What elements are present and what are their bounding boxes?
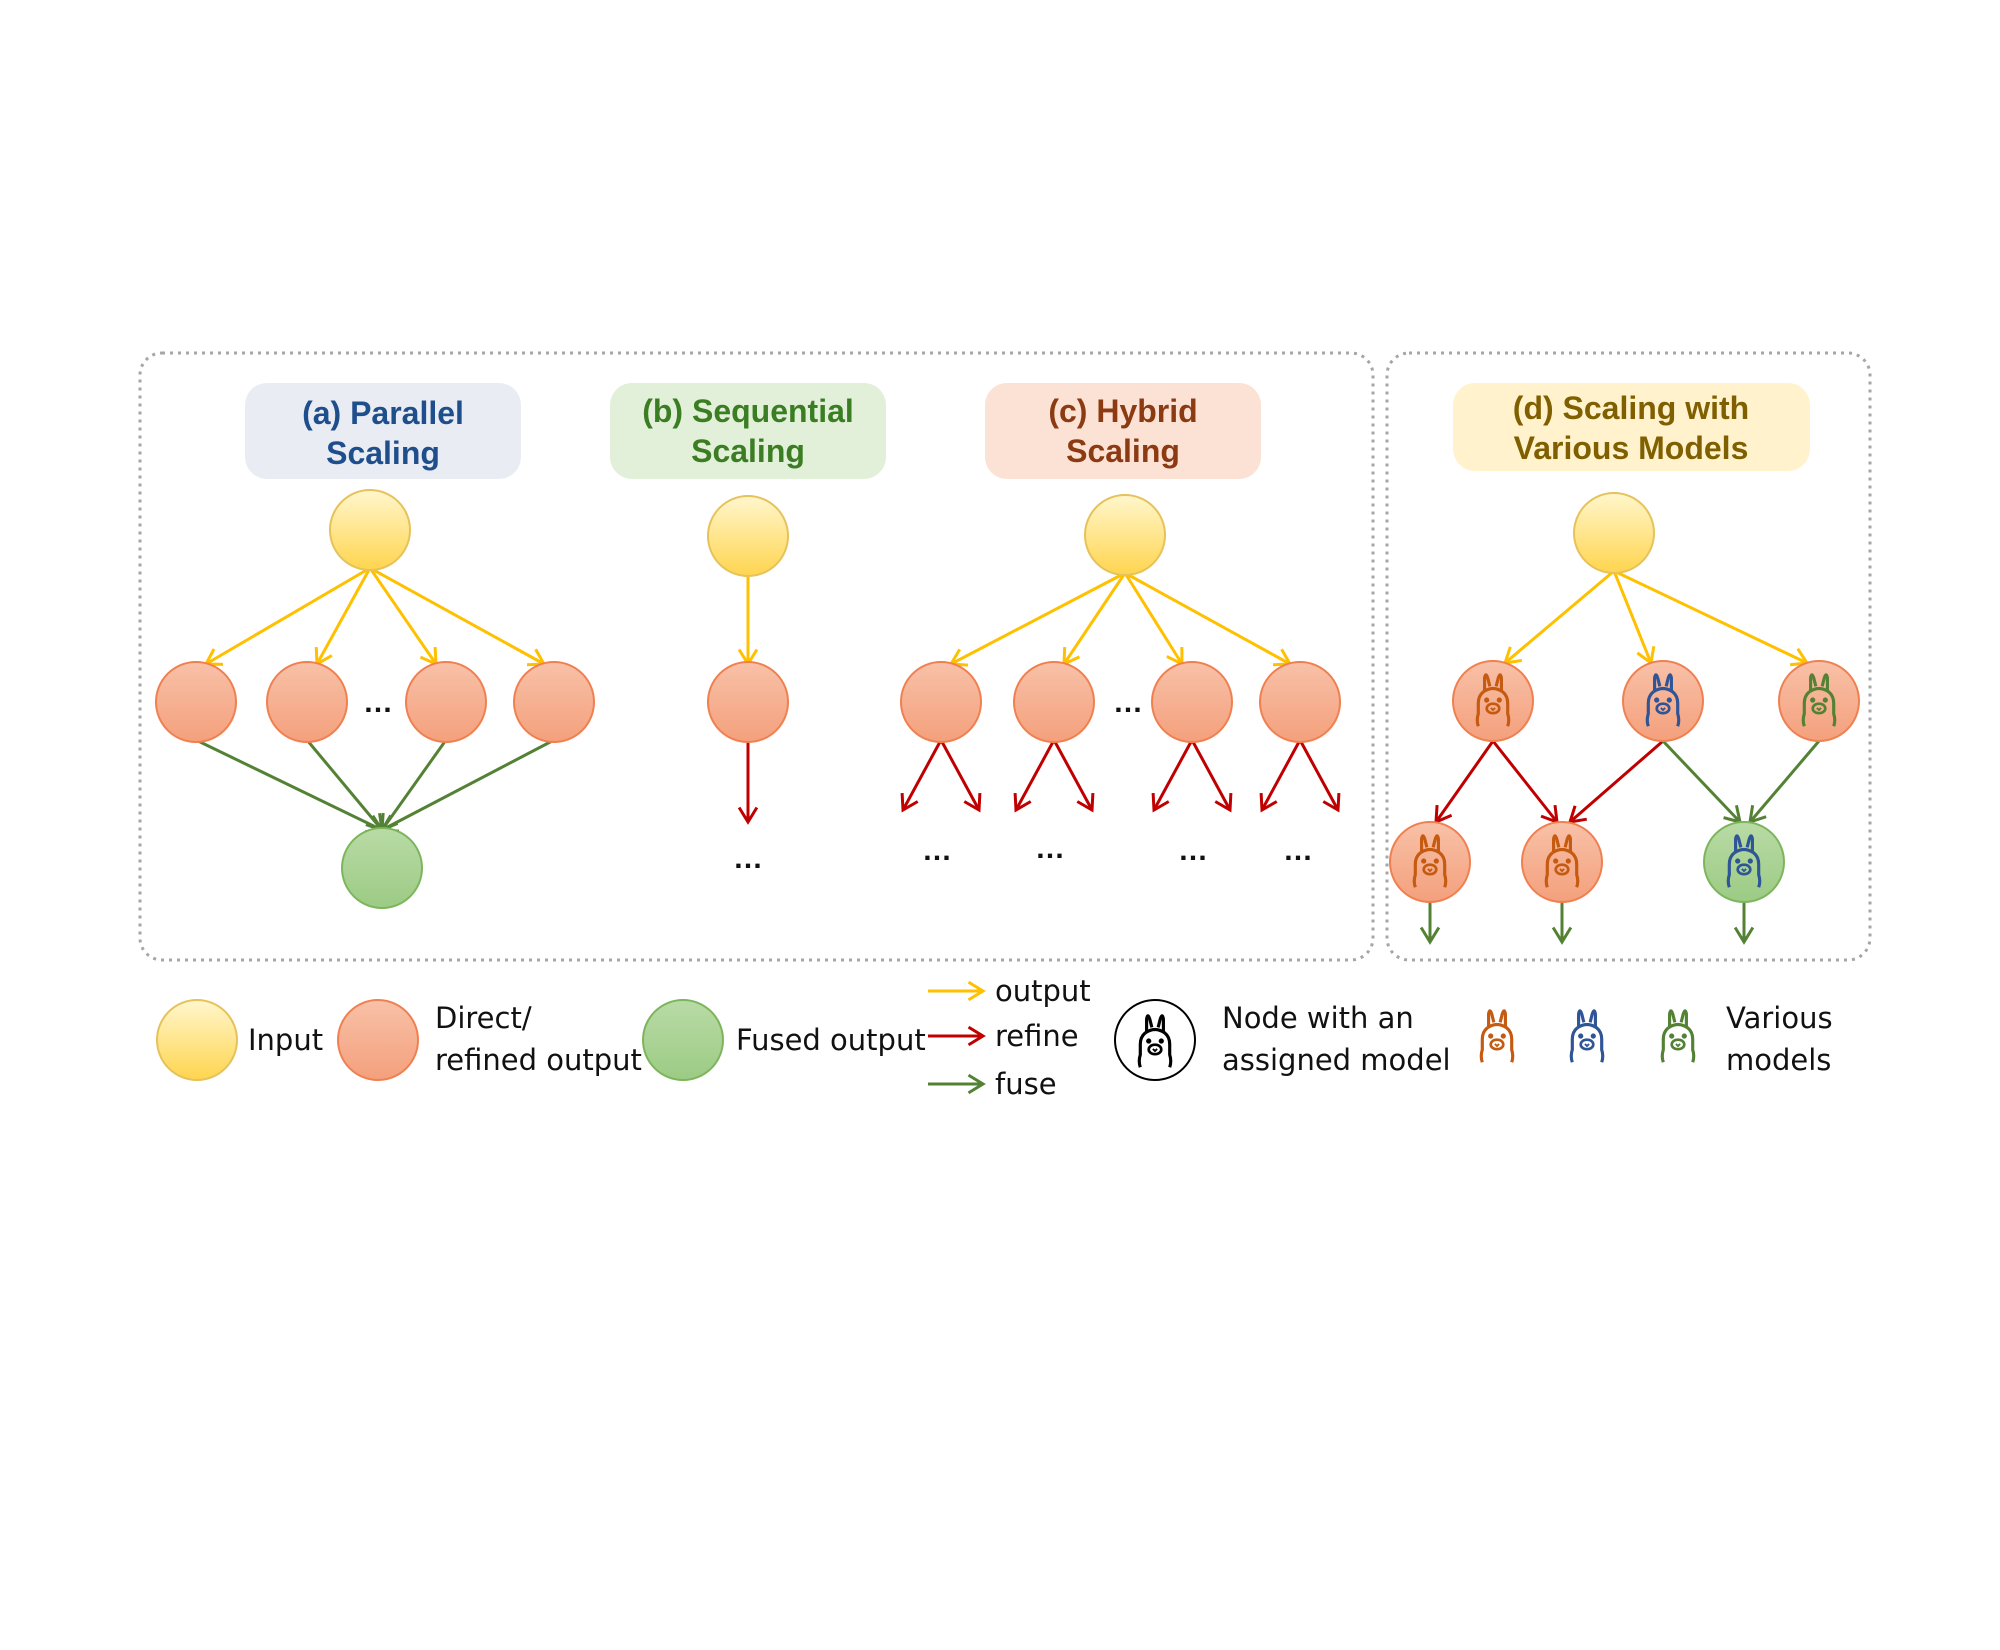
model-node: [1389, 821, 1471, 903]
legend-model-node: [1114, 999, 1196, 1081]
input-node: [329, 489, 411, 571]
panel-a-title-line2: Scaling: [326, 435, 440, 471]
fuse-arrow: [195, 738, 385, 834]
output-arrow: [369, 566, 547, 667]
output-arrow: [737, 575, 759, 667]
input-node: [1573, 492, 1655, 574]
model-node: [1703, 821, 1785, 903]
refine-arrow: [1298, 739, 1341, 813]
panel-b-title: (b) Sequential: [642, 393, 854, 429]
output-arrow: [1062, 572, 1127, 667]
output-node: [1259, 661, 1341, 743]
legend-fused-node: [642, 999, 724, 1081]
refine-arrow: [737, 742, 759, 825]
fuse-arrow: [305, 739, 384, 833]
legend-fused-label: Fused output: [736, 1023, 926, 1057]
legend-refine-arrow: [928, 1025, 986, 1047]
output-node: [707, 661, 789, 743]
ellipsis-c-bottom-1: …: [922, 834, 952, 867]
model-node: [1521, 821, 1603, 903]
input-node: [1084, 494, 1166, 576]
output-arrow: [1613, 569, 1810, 667]
output-node: [266, 661, 348, 743]
fuse-arrow: [1661, 739, 1742, 825]
llama-icon-blue: [1569, 1009, 1605, 1064]
panel-c-title-line2: Scaling: [1066, 433, 1180, 469]
panel-d-title-line2: Various Models: [1514, 430, 1749, 466]
fuse-arrow: [1419, 902, 1441, 945]
ellipsis-c-row: …: [1113, 686, 1143, 719]
refine-arrow: [1052, 739, 1095, 813]
output-node: [513, 661, 595, 743]
llama-icon-green: [1660, 1009, 1696, 1064]
output-arrow: [948, 571, 1126, 667]
input-node: [707, 495, 789, 577]
legend-output-label: output: [995, 974, 1091, 1008]
fuse-arrow: [1733, 902, 1755, 945]
output-node: [900, 661, 982, 743]
refine-arrow: [1190, 739, 1233, 813]
output-arrow: [1124, 571, 1293, 667]
panel-a-title: (a) Parallel: [302, 395, 464, 431]
legend: Input Direct/ refined output Fused outpu…: [156, 974, 1833, 1101]
output-node: [405, 661, 487, 743]
legend-various-label-line2: models: [1726, 1043, 1831, 1077]
legend-refine-label: refine: [995, 1019, 1079, 1053]
legend-fuse-label: fuse: [995, 1067, 1057, 1101]
panel-c-title: (c) Hybrid: [1048, 393, 1197, 429]
refine-arrow: [939, 739, 982, 813]
legend-output-arrow: [928, 980, 986, 1002]
output-arrow: [203, 566, 371, 666]
panel-b-title-box: [610, 383, 886, 479]
output-arrow: [1123, 572, 1184, 667]
legend-various-label: Various: [1726, 1001, 1833, 1035]
fuse-arrow: [379, 738, 555, 833]
ellipsis-c-bottom-3: …: [1178, 834, 1208, 867]
refine-arrow: [1259, 739, 1302, 813]
refine-arrow: [900, 739, 943, 813]
nodes-layer: [155, 489, 1860, 909]
model-node: [1452, 660, 1534, 742]
fuse-arrow: [1551, 902, 1573, 945]
ellipsis-b-bottom: …: [733, 842, 763, 875]
panel-d-title-box: [1453, 383, 1810, 471]
panel-b-title-line2: Scaling: [691, 433, 805, 469]
fused-node: [341, 827, 423, 909]
output-node: [155, 661, 237, 743]
legend-direct-label-line2: refined output: [435, 1043, 642, 1077]
legend-model-label: Node with an: [1222, 1001, 1414, 1035]
output-node: [1013, 661, 1095, 743]
output-node: [1151, 661, 1233, 743]
legend-input-label: Input: [248, 1023, 323, 1057]
refine-arrow: [1567, 739, 1664, 824]
panel-c-title-box: [985, 383, 1261, 479]
refine-arrow: [1013, 739, 1056, 813]
refine-arrow: [1151, 739, 1194, 813]
legend-fuse-arrow: [928, 1073, 986, 1095]
panel-d-title: (d) Scaling with: [1513, 390, 1749, 426]
llama-icon-orange: [1479, 1009, 1515, 1064]
model-node: [1622, 660, 1704, 742]
ellipsis-c-bottom-2: …: [1035, 832, 1065, 865]
output-arrow: [1612, 570, 1656, 666]
arrows-layer: [195, 566, 1821, 945]
ellipsis-a-row: …: [363, 686, 393, 719]
fuse-arrow: [1748, 740, 1821, 825]
panel-a-title-box: [245, 383, 521, 479]
panel-abc-frame: [138, 351, 1375, 962]
legend-arrows: [928, 980, 986, 1095]
output-arrow: [368, 567, 438, 667]
legend-model-label-line2: assigned model: [1222, 1043, 1451, 1077]
legend-direct-label: Direct/: [435, 1001, 532, 1035]
refine-arrow: [1491, 740, 1559, 825]
refine-arrow: [1434, 740, 1495, 825]
ellipsis-c-bottom-4: …: [1283, 834, 1313, 867]
model-node: [1778, 660, 1860, 742]
legend-direct-node: [337, 999, 419, 1081]
output-arrow: [1502, 569, 1615, 665]
panel-d-frame: [1385, 351, 1872, 962]
legend-input-node: [156, 999, 238, 1081]
